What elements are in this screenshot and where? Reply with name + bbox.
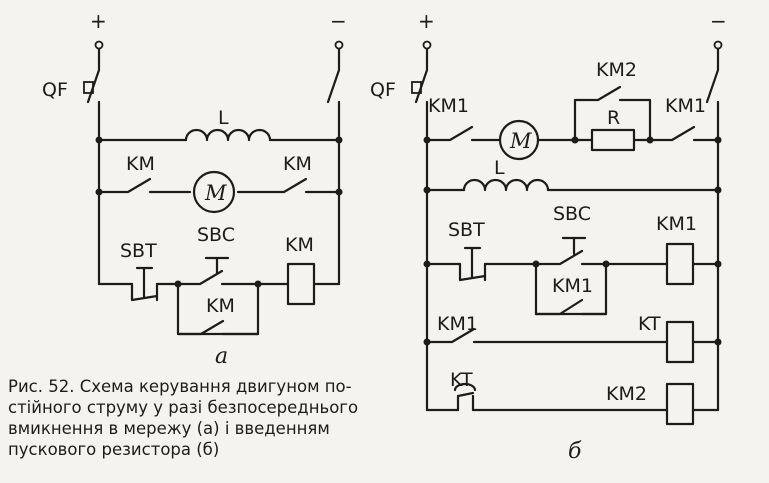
- sublabel-a: а: [215, 344, 228, 369]
- node-b6: [646, 136, 654, 144]
- km1-hold-label-b: KM1: [552, 275, 593, 297]
- qf-switch-right-b: [705, 47, 720, 142]
- terminal-minus-b: −: [710, 9, 727, 33]
- sbc-label-a: SBC: [197, 224, 235, 246]
- node-a6: [254, 280, 262, 288]
- kt-coil: [665, 320, 695, 364]
- resistor-r: [590, 128, 636, 152]
- diagram-a: + − QF L M KM KM SBT SBC KM: [42, 9, 347, 369]
- diagram-b: + − QF KM1 KM1 M R KM2 L SBT SBC KM1: [370, 9, 727, 464]
- node-b11: [423, 338, 431, 346]
- armature-line-a: [97, 177, 341, 194]
- sbc-button-a: [176, 256, 260, 286]
- qf-latch-a: [83, 81, 94, 94]
- inductor-label-b: L: [494, 157, 505, 179]
- qf-switch-right-a: [326, 47, 341, 142]
- node-a3: [95, 188, 103, 196]
- km-contact1-label-a: KM: [126, 153, 155, 175]
- node-b7: [423, 260, 431, 268]
- km-contact2-label-a: KM: [283, 153, 312, 175]
- node-b8: [714, 260, 722, 268]
- terminal-minus-a: −: [330, 9, 347, 33]
- terminal-plus-b-point: [422, 40, 432, 50]
- km2-coil-label: KM2: [606, 383, 647, 405]
- sbt-label-b: SBT: [448, 219, 485, 241]
- qf-latch-b: [411, 81, 422, 94]
- inductor-l-a: [184, 128, 272, 142]
- km1-coil: [665, 242, 695, 286]
- sublabel-b: б: [568, 439, 582, 464]
- armature-line-b: [425, 125, 720, 142]
- qf-switch-left-b: [414, 47, 429, 142]
- km1-contact1-label-b: KM1: [428, 95, 469, 117]
- node-a1: [95, 136, 103, 144]
- node-b2: [714, 136, 722, 144]
- terminal-minus-b-point: [713, 40, 723, 50]
- control-line-b: [425, 262, 608, 316]
- kt-coil-label: KT: [638, 313, 661, 335]
- resistor-label: R: [607, 107, 620, 129]
- inductor-label-a: L: [218, 107, 229, 129]
- km2-shunt-contact: [573, 85, 652, 142]
- node-b12: [714, 338, 722, 346]
- inductor-l-b: [462, 178, 550, 192]
- terminal-plus-a: +: [90, 9, 107, 33]
- node-b9: [532, 260, 540, 268]
- km-hold-contact-a: [176, 319, 260, 336]
- terminal-plus-a-point: [94, 40, 104, 50]
- motor-label-a: M: [204, 181, 227, 205]
- sbc-label-b: SBC: [553, 203, 591, 225]
- figure-caption: Рис. 52. Схема керування двигуном по- ст…: [8, 377, 359, 459]
- node-a2: [335, 136, 343, 144]
- kt-time-contact: [453, 382, 477, 412]
- node-a5: [174, 280, 182, 288]
- terminal-minus-a-point: [334, 40, 344, 50]
- km-coil-a: [286, 262, 316, 306]
- sbt-button-a: [130, 266, 159, 302]
- km-hold-label-a: KM: [206, 295, 235, 317]
- kt-contact-label: KT: [450, 369, 473, 391]
- motor-label-b: M: [509, 129, 532, 153]
- node-a4: [335, 188, 343, 196]
- node-b5: [571, 136, 579, 144]
- km1-coil-label: KM1: [656, 213, 697, 235]
- sbt-label-a: SBT: [120, 240, 157, 262]
- qf-label-b: QF: [370, 79, 396, 101]
- node-b10: [602, 260, 610, 268]
- qf-label-a: QF: [42, 79, 68, 101]
- terminal-plus-b: +: [418, 9, 435, 33]
- km1-hold-contact-b: [534, 298, 608, 316]
- km-coil-label-a: KM: [285, 234, 314, 256]
- node-b1: [423, 136, 431, 144]
- qf-switch-left-a: [86, 47, 101, 142]
- km1-contact2-label-b: KM1: [665, 95, 706, 117]
- kt-line: [425, 327, 720, 344]
- node-b3: [423, 186, 431, 194]
- sbc-button-b: [534, 236, 608, 266]
- sbt-button-b: [458, 246, 487, 282]
- km2-contact-label: KM2: [596, 59, 637, 81]
- motor-a: [192, 170, 236, 214]
- node-b4: [714, 186, 722, 194]
- km1-timer-contact-label: KM1: [437, 313, 478, 335]
- km2-coil: [665, 382, 695, 426]
- motor-b: [498, 119, 540, 161]
